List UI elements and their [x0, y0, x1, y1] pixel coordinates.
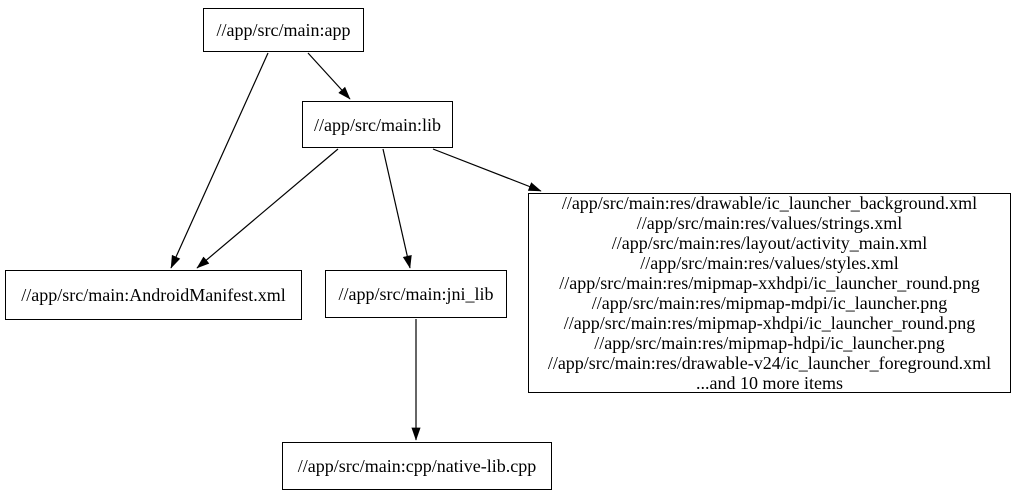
res-group-line: //app/src/main:res/mipmap-xhdpi/ic_launc… — [563, 313, 976, 333]
graph-node-app: //app/src/main:app — [203, 8, 364, 52]
res-group-line: //app/src/main:res/mipmap-hdpi/ic_launch… — [594, 333, 945, 353]
res-group-line: //app/src/main:res/values/strings.xml — [636, 213, 903, 233]
edge-lib-to-jni-lib — [382, 148, 412, 269]
res-group-line: //app/src/main:res/drawable/ic_launcher_… — [561, 193, 978, 213]
edge-app-to-manifest — [170, 52, 269, 269]
res-group-line: //app/src/main:res/mipmap-mdpi/ic_launch… — [591, 293, 948, 313]
res-group-line: //app/src/main:res/mipmap-xxhdpi/ic_laun… — [559, 273, 980, 293]
graph-node-lib: //app/src/main:lib — [302, 101, 453, 148]
graph-node-jni-lib-label: //app/src/main:jni_lib — [338, 284, 494, 304]
res-group-more-items: ...and 10 more items — [696, 373, 843, 393]
edge-app-to-lib — [307, 52, 351, 100]
graph-node-android-manifest: //app/src/main:AndroidManifest.xml — [5, 270, 302, 320]
graph-node-res-group: //app/src/main:res/drawable/ic_launcher_… — [528, 193, 1011, 393]
res-group-line: //app/src/main:res/values/styles.xml — [640, 253, 899, 273]
graph-node-android-manifest-label: //app/src/main:AndroidManifest.xml — [21, 285, 286, 305]
graph-node-native-lib-cpp: //app/src/main:cpp/native-lib.cpp — [282, 442, 552, 490]
graph-node-jni-lib: //app/src/main:jni_lib — [325, 270, 507, 318]
edge-lib-to-manifest — [196, 148, 339, 269]
graph-node-app-label: //app/src/main:app — [216, 20, 351, 40]
graph-node-native-lib-cpp-label: //app/src/main:cpp/native-lib.cpp — [297, 456, 537, 476]
res-group-line: //app/src/main:res/drawable-v24/ic_launc… — [547, 353, 992, 373]
edge-lib-to-res-group — [432, 148, 542, 192]
graph-node-lib-label: //app/src/main:lib — [314, 114, 441, 135]
res-group-line: //app/src/main:res/layout/activity_main.… — [611, 233, 928, 253]
